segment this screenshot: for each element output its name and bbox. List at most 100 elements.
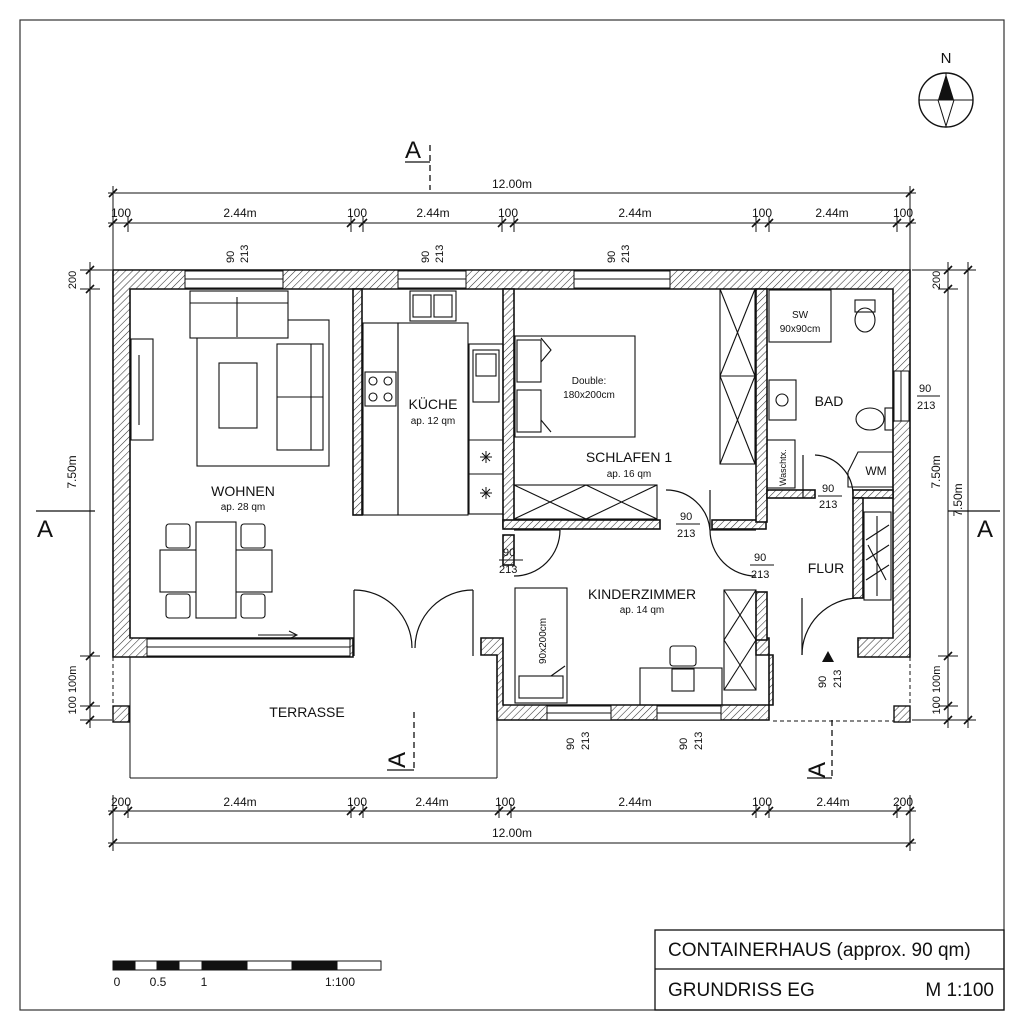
kitchen-furniture bbox=[362, 290, 504, 516]
dim-bottom-module-3: 2.44m bbox=[618, 795, 651, 809]
dim-bottom-gap-2: 100 bbox=[347, 795, 367, 809]
svg-text:213: 213 bbox=[499, 564, 517, 576]
svg-text:213: 213 bbox=[819, 499, 837, 511]
svg-text:213: 213 bbox=[434, 245, 446, 263]
svg-text:90: 90 bbox=[817, 676, 829, 688]
dim-top-gap-4: 100 bbox=[752, 206, 772, 220]
dim-right-top: 200 bbox=[931, 271, 943, 289]
dim-bottom-module-4: 2.44m bbox=[816, 795, 849, 809]
room-area-kueche: ap. 12 qm bbox=[411, 416, 455, 427]
dim-right-bottom: 100 100m bbox=[931, 666, 943, 715]
room-label-wohnen: WOHNEN bbox=[211, 483, 275, 499]
dim-bottom-gap-5: 200 bbox=[893, 795, 913, 809]
room-area-kinderzimmer: ap. 14 qm bbox=[620, 605, 664, 616]
dim-top-gap-3: 100 bbox=[498, 206, 518, 220]
room-label-kueche: KÜCHE bbox=[408, 395, 457, 412]
dim-top-gap-5: 100 bbox=[893, 206, 913, 220]
svg-text:213: 213 bbox=[677, 528, 695, 540]
svg-text:90: 90 bbox=[680, 511, 692, 523]
dim-bottom-gap-4: 100 bbox=[752, 795, 772, 809]
scale-tick-05: 0.5 bbox=[150, 975, 167, 989]
svg-text:213: 213 bbox=[239, 245, 251, 263]
terrace bbox=[112, 657, 911, 779]
title-block bbox=[654, 929, 1005, 1011]
bathroom-furniture bbox=[766, 289, 894, 489]
room-label-kinderzimmer: KINDERZIMMER bbox=[588, 586, 696, 602]
svg-text:90: 90 bbox=[606, 251, 618, 263]
door-swings bbox=[353, 454, 859, 656]
room-area-wohnen: ap. 28 qm bbox=[221, 502, 265, 513]
north-arrow-icon: N bbox=[918, 50, 974, 128]
room-label-terrasse: TERRASSE bbox=[269, 704, 344, 720]
scale-bar bbox=[112, 960, 382, 971]
extractor-icon bbox=[480, 451, 492, 499]
shower-label-2: 90x90cm bbox=[780, 324, 821, 335]
dim-bottom-gap-1: 200 bbox=[111, 795, 131, 809]
dim-top-module-4: 2.44m bbox=[815, 206, 848, 220]
dim-right-height: 7.50m bbox=[929, 455, 943, 488]
dim-top-module-2: 2.44m bbox=[416, 206, 449, 220]
double-bed-label-2: 180x200cm bbox=[563, 390, 615, 401]
svg-text:213: 213 bbox=[693, 732, 705, 750]
svg-text:90: 90 bbox=[754, 552, 766, 564]
svg-text:90: 90 bbox=[420, 251, 432, 263]
dimension-lines-top bbox=[108, 186, 916, 270]
hallway-wardrobe bbox=[863, 511, 892, 601]
svg-text:90: 90 bbox=[822, 483, 834, 495]
shower-label-1: SW bbox=[792, 310, 809, 321]
section-mark-left: A bbox=[37, 516, 53, 543]
washing-machine-label: WM bbox=[865, 464, 886, 478]
dim-bottom-gap-3: 100 bbox=[495, 795, 515, 809]
walls bbox=[112, 269, 911, 721]
dim-top-gap-1: 100 bbox=[111, 206, 131, 220]
section-mark-bottom-right: A bbox=[804, 762, 831, 778]
washbasin-label: Waschtx. bbox=[778, 449, 788, 486]
dim-top-module-1: 2.44m bbox=[223, 206, 256, 220]
svg-text:90: 90 bbox=[678, 738, 690, 750]
dim-left-bottom: 100 100m bbox=[67, 666, 79, 715]
dim-bottom-module-1: 2.44m bbox=[223, 795, 256, 809]
windows bbox=[146, 270, 910, 721]
dim-bottom-module-2: 2.44m bbox=[415, 795, 448, 809]
north-label: N bbox=[941, 50, 952, 67]
svg-text:213: 213 bbox=[580, 732, 592, 750]
dim-left-height: 7.50m bbox=[65, 455, 79, 488]
section-mark-right: A bbox=[977, 516, 993, 543]
svg-text:213: 213 bbox=[620, 245, 632, 263]
title-drawing: GRUNDRISS EG bbox=[668, 980, 815, 1001]
scale-tick-1: 1 bbox=[201, 975, 208, 989]
scale-tick-0: 0 bbox=[114, 975, 121, 989]
dim-right-height-outer: 7.50m bbox=[951, 483, 965, 516]
svg-text:90: 90 bbox=[225, 251, 237, 263]
dimension-lines-bottom bbox=[108, 795, 916, 851]
room-label-flur: FLUR bbox=[808, 560, 845, 576]
room-label-schlafen: SCHLAFEN 1 bbox=[586, 449, 673, 465]
svg-text:90: 90 bbox=[919, 383, 931, 395]
bedroom-furniture bbox=[513, 288, 756, 520]
section-mark-bottom-left: A bbox=[384, 752, 411, 768]
dim-left-top: 200 bbox=[67, 271, 79, 289]
dim-top-module-3: 2.44m bbox=[618, 206, 651, 220]
sliding-door-arrow-icon bbox=[258, 630, 299, 640]
dim-overall-top: 12.00m bbox=[492, 177, 532, 191]
door-labels: 90 213 90 213 90 213 90 213 90 213 90 21… bbox=[225, 245, 940, 750]
entrance-arrow-icon bbox=[822, 651, 834, 662]
dim-overall-bottom: 12.00m bbox=[492, 826, 532, 840]
single-bed-label: 90x200cm bbox=[538, 618, 549, 664]
dimension-lines-left bbox=[80, 262, 112, 728]
svg-text:90: 90 bbox=[503, 547, 515, 559]
svg-text:90: 90 bbox=[565, 738, 577, 750]
dimension-lines-right bbox=[912, 262, 976, 728]
dim-top-gap-2: 100 bbox=[347, 206, 367, 220]
kids-room-furniture bbox=[514, 587, 757, 706]
svg-text:213: 213 bbox=[832, 670, 844, 688]
scale-ratio: 1:100 bbox=[325, 975, 355, 989]
living-room-furniture bbox=[130, 290, 330, 619]
section-markers bbox=[36, 145, 1000, 779]
double-bed-label-1: Double: bbox=[572, 376, 606, 387]
room-area-schlafen: ap. 16 qm bbox=[607, 469, 651, 480]
title-scale: M 1:100 bbox=[925, 980, 994, 1001]
svg-text:213: 213 bbox=[917, 400, 935, 412]
svg-text:213: 213 bbox=[751, 569, 769, 581]
